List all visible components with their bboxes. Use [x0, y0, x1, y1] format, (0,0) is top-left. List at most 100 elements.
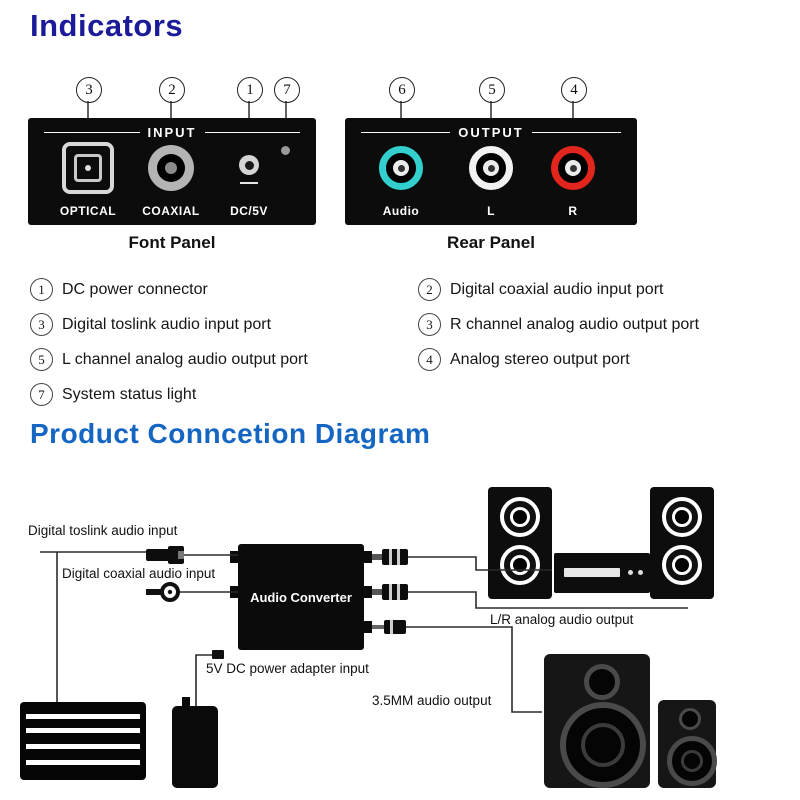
converter-nub [364, 586, 372, 598]
aux-output-label: 3.5MM audio output [372, 693, 492, 708]
woofer-icon [667, 736, 717, 786]
front-panel-header: INPUT [44, 125, 300, 140]
rca-core-icon [483, 160, 499, 176]
legend-text: System status light [62, 385, 197, 403]
tweeter-icon [679, 708, 701, 730]
optical-port-icon [62, 142, 114, 194]
legend-item: 5 L channel analog audio output port [30, 348, 308, 371]
tweeter-icon [584, 664, 620, 700]
legend-item: 1 DC power connector [30, 278, 208, 301]
callout-1: 1 [237, 77, 263, 103]
optical-inner-icon [74, 154, 102, 182]
toslink-input-label: Digital toslink audio input [28, 523, 178, 538]
callout-7: 7 [274, 77, 300, 103]
receiver-knob-icon [638, 570, 643, 575]
legend-item: 4 Analog stereo output port [418, 348, 630, 371]
legend-num: 3 [30, 313, 53, 336]
amp-vent-icon [26, 760, 140, 765]
woofer-inner-icon [681, 750, 703, 772]
callout-6: 6 [389, 77, 415, 103]
l-label: L [487, 204, 495, 218]
r-label: R [568, 204, 578, 218]
rca-core-icon [565, 160, 581, 176]
divider-line [531, 131, 622, 134]
amp-vent-icon [26, 744, 140, 749]
dc-jack-bracket [240, 182, 258, 184]
converter-nub [364, 621, 372, 633]
coaxial-plug-icon [146, 582, 180, 602]
speaker-driver-icon [500, 545, 540, 585]
indicators-title: Indicators [30, 8, 184, 43]
optical-label: OPTICAL [59, 204, 117, 218]
coaxial-input-label: Digital coaxial audio input [62, 566, 216, 581]
speaker-driver-inner-icon [510, 507, 530, 527]
audio-label: Audio [382, 204, 420, 218]
legend-num: 1 [30, 278, 53, 301]
woofer-inner-icon [581, 723, 625, 767]
legend-num: 7 [30, 383, 53, 406]
optical-dot-icon [85, 165, 91, 171]
bookshelf-speaker-left-icon [488, 487, 552, 599]
legend-num: 4 [418, 348, 441, 371]
amplifier-icon [20, 702, 146, 780]
power-input-label: 5V DC power adapter input [206, 661, 369, 676]
legend-num: 3 [418, 313, 441, 336]
legend-text: DC power connector [62, 280, 208, 298]
receiver-knob-icon [628, 570, 633, 575]
rear-panel-header: OUTPUT [361, 125, 622, 140]
speaker-driver-icon [662, 545, 702, 585]
legend-text: Digital coaxial audio input port [450, 280, 664, 298]
legend-num: 5 [30, 348, 53, 371]
callout-2: 2 [159, 77, 185, 103]
dc-plug-icon [212, 650, 224, 659]
coaxial-label: COAXIAL [142, 204, 200, 218]
front-panel-caption: Font Panel [128, 233, 216, 252]
rca-plug-icon [372, 549, 408, 565]
speaker-driver-inner-icon [510, 555, 530, 575]
rca-hole-icon [569, 164, 577, 172]
legend-text: L channel analog audio output port [62, 350, 308, 368]
callout-5: 5 [479, 77, 505, 103]
callout-4: 4 [561, 77, 587, 103]
receiver-icon [554, 553, 650, 593]
dc-jack-icon [239, 155, 259, 175]
amp-vent-icon [26, 728, 140, 733]
coaxial-ring-icon [157, 154, 185, 182]
aux-plug-icon [372, 620, 406, 634]
amp-vent-icon [26, 714, 140, 719]
divider-line [44, 131, 140, 134]
speaker-driver-icon [500, 497, 540, 537]
callout-3: 3 [76, 77, 102, 103]
rca-jack-audio-icon [379, 146, 423, 190]
large-speaker-icon [544, 654, 650, 788]
power-adapter-icon [172, 706, 218, 788]
divider-line [204, 131, 300, 134]
rca-jack-r-icon [551, 146, 595, 190]
rear-panel: OUTPUT Audio L R [345, 118, 637, 225]
coaxial-port-icon [148, 145, 194, 191]
rca-hole-icon [397, 164, 405, 172]
audio-converter-box: Audio Converter [238, 544, 364, 650]
bookshelf-speaker-right-icon [650, 487, 714, 599]
speaker-driver-inner-icon [672, 507, 692, 527]
woofer-icon [560, 702, 646, 788]
speaker-driver-inner-icon [672, 555, 692, 575]
status-light-icon [281, 146, 290, 155]
toslink-plug-icon [146, 546, 184, 564]
converter-nub [364, 551, 372, 563]
dc-jack-hole-icon [244, 160, 254, 170]
front-panel: INPUT OPTICAL COAXIAL DC/5V [28, 118, 316, 225]
dc5v-label: DC/5V [230, 204, 268, 218]
receiver-slot-icon [564, 568, 620, 577]
legend-item: 3 Digital toslink audio input port [30, 313, 271, 336]
divider-line [361, 131, 451, 134]
coaxial-core-icon [165, 162, 177, 174]
output-group-label: OUTPUT [458, 125, 524, 140]
lr-output-label: L/R analog audio output [490, 612, 634, 627]
rca-jack-l-icon [469, 146, 513, 190]
rear-panel-caption: Rear Panel [447, 233, 535, 252]
rca-hole-icon [487, 164, 495, 172]
legend-text: Digital toslink audio input port [62, 315, 272, 333]
small-speaker-icon [658, 700, 717, 788]
converter-nub [230, 551, 238, 563]
